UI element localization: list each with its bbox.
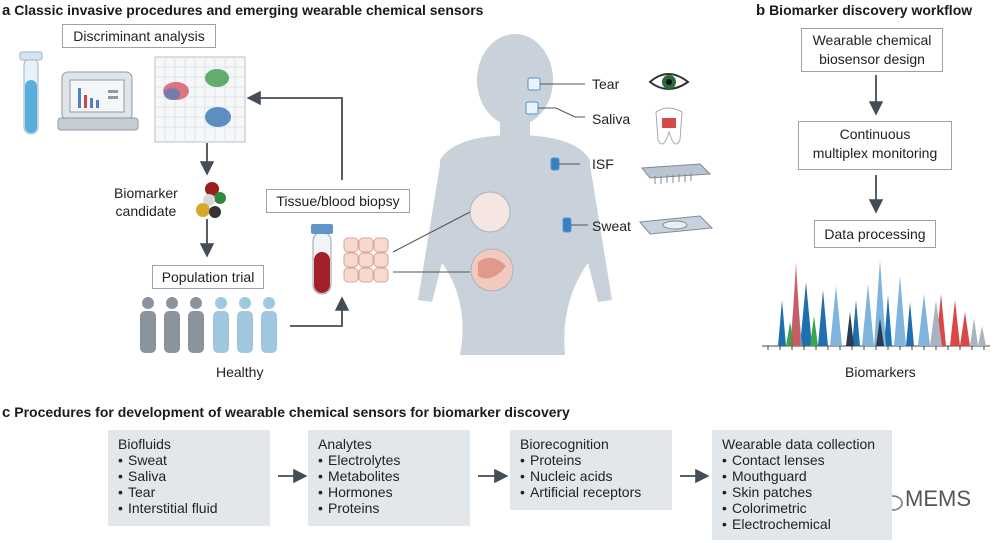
discriminant-analysis-box: Discriminant analysis xyxy=(62,24,216,48)
healthy-label: Healthy xyxy=(216,364,264,380)
panel-a-title: a Classic invasive procedures and emergi… xyxy=(2,2,484,19)
data-processing-box: Data processing xyxy=(814,220,936,248)
list-item: Colorimetric xyxy=(722,500,882,516)
list-item: Nucleic acids xyxy=(520,468,662,484)
biomarker-candidate-label: Biomarker candidate xyxy=(114,185,178,219)
list-item: Metabolites xyxy=(318,468,460,484)
list-item: Tear xyxy=(118,484,260,500)
list-item: Sweat xyxy=(118,452,260,468)
tissue-inset-icon xyxy=(469,191,514,292)
population-trial-box: Population trial xyxy=(152,265,264,289)
list-item: Mouthguard xyxy=(722,468,882,484)
list-item: Proteins xyxy=(520,452,662,468)
biomarkers-axis-label: Biomarkers xyxy=(845,364,916,380)
test-tube-icon xyxy=(19,51,43,135)
sweat-label: Sweat xyxy=(592,218,631,234)
molecule-icon xyxy=(196,182,226,218)
blood-tube-icon xyxy=(311,224,333,295)
tissue-biopsy-box: Tissue/blood biopsy xyxy=(266,189,410,213)
sensor-patches xyxy=(525,77,572,233)
scatter-plot-icon xyxy=(154,56,246,143)
biosensor-design-box: Wearable chemical biosensor design xyxy=(801,28,943,72)
people-icon xyxy=(140,297,277,353)
list-item: Interstitial fluid xyxy=(118,500,260,516)
list-item: Hormones xyxy=(318,484,460,500)
tear-label: Tear xyxy=(592,76,620,92)
leader-lines xyxy=(392,83,588,273)
list-item: Proteins xyxy=(318,500,460,516)
list-item: Saliva xyxy=(118,468,260,484)
human-silhouette xyxy=(418,34,612,355)
analytes-heading: Analytes xyxy=(318,436,372,452)
list-item: Contact lenses xyxy=(722,452,882,468)
watermark: MEMS xyxy=(905,486,971,511)
list-item: Skin patches xyxy=(722,484,882,500)
microneedle-patch-icon xyxy=(641,163,712,184)
biorecognition-heading: Biorecognition xyxy=(520,436,609,452)
wearable-data-heading: Wearable data collection xyxy=(722,436,876,452)
cells-icon xyxy=(343,237,389,283)
wearable-data-panel: Wearable data collection Contact lenses … xyxy=(712,430,892,540)
panel-c-title: c Procedures for development of wearable… xyxy=(2,404,570,421)
sweat-patch-icon xyxy=(639,215,714,235)
list-item: Artificial receptors xyxy=(520,484,662,500)
panel-b-title: b Biomarker discovery workflow xyxy=(756,2,973,19)
analyzer-machine-icon xyxy=(57,71,139,131)
list-item: Electrochemical xyxy=(722,516,882,532)
eye-icon xyxy=(648,73,690,90)
analytes-panel: Analytes Electrolytes Metabolites Hormon… xyxy=(308,430,470,526)
biofluids-heading: Biofluids xyxy=(118,436,171,452)
tooth-icon xyxy=(655,107,683,145)
list-item: Electrolytes xyxy=(318,452,460,468)
biomarker-spectrum xyxy=(762,260,990,350)
biorecognition-panel: Biorecognition Proteins Nucleic acids Ar… xyxy=(510,430,672,510)
isf-label: ISF xyxy=(592,156,614,172)
saliva-label: Saliva xyxy=(592,111,631,127)
continuous-monitoring-box: Continuous multiplex monitoring xyxy=(798,121,952,170)
biofluids-panel: Biofluids Sweat Saliva Tear Interstitial… xyxy=(108,430,270,526)
